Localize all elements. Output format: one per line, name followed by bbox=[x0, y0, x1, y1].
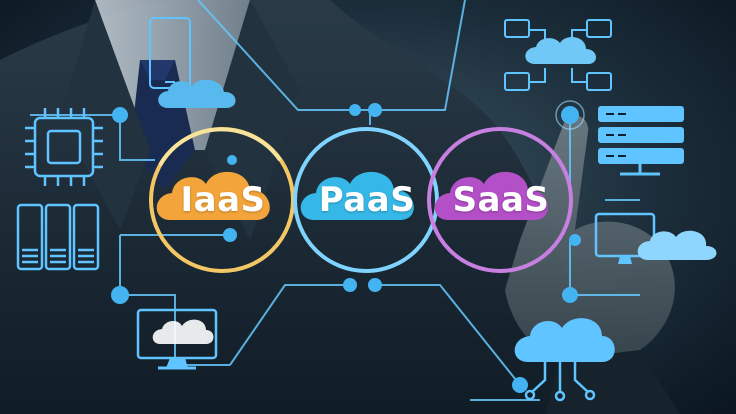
iaas-cloud bbox=[156, 171, 270, 220]
saas-cloud bbox=[434, 171, 548, 220]
saas-label: SaaS bbox=[452, 180, 550, 220]
paas-cloud bbox=[300, 171, 414, 220]
paas-label: PaaS bbox=[318, 180, 416, 220]
iaas-label: IaaS bbox=[180, 180, 266, 220]
